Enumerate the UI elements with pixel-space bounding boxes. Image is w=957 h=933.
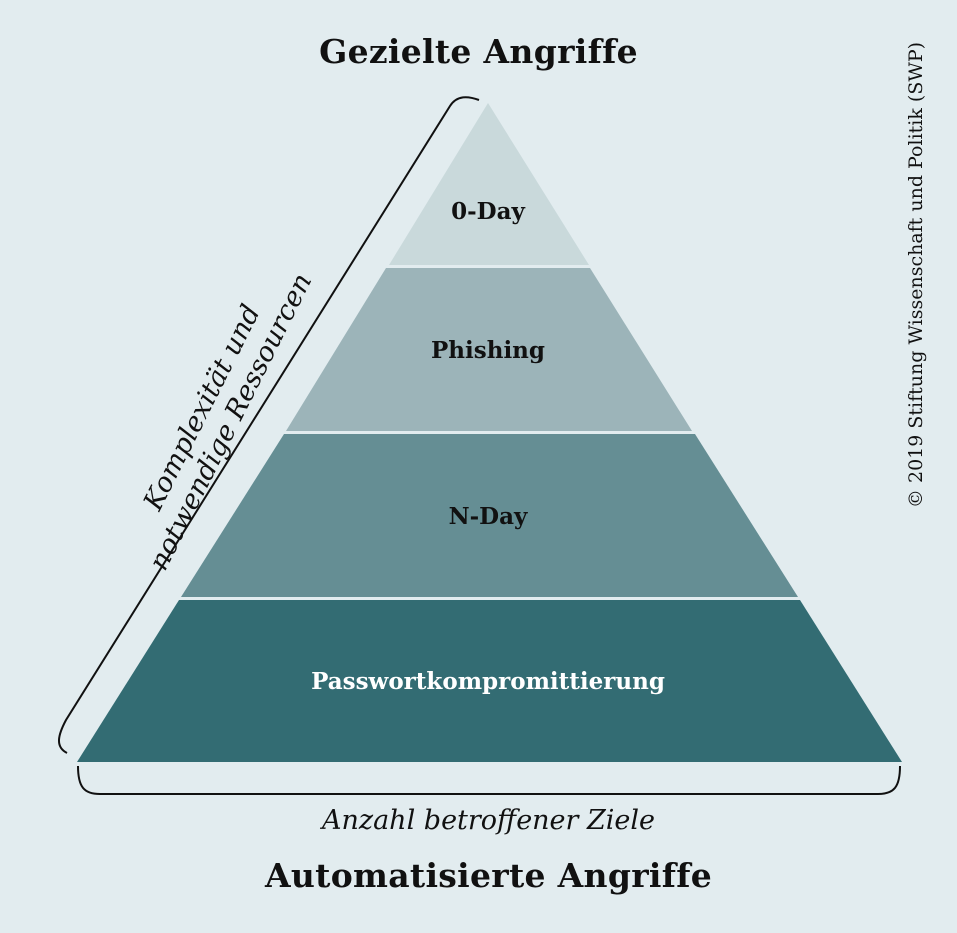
targets-brace bbox=[77, 765, 901, 795]
copyright-text: © 2019 Stiftung Wissenschaft und Politik… bbox=[905, 41, 927, 509]
tier-0day-band bbox=[389, 103, 589, 265]
diagram-title-bottom: Automatisierte Angriffe bbox=[264, 856, 713, 895]
tier-label-nday: N-Day bbox=[449, 503, 528, 530]
tier-nday-band bbox=[181, 434, 798, 597]
tier-label-phishing: Phishing bbox=[431, 337, 545, 364]
tier-label-password: Passwortkompromittierung bbox=[311, 668, 665, 695]
targets-caption: Anzahl betroffener Ziele bbox=[321, 805, 656, 836]
tier-password-band bbox=[77, 600, 902, 762]
tier-phishing-band bbox=[286, 268, 692, 431]
tier-label-0day: 0-Day bbox=[451, 198, 525, 225]
complexity-brace bbox=[58, 96, 480, 754]
diagram-title-top: Gezielte Angriffe bbox=[319, 32, 638, 71]
